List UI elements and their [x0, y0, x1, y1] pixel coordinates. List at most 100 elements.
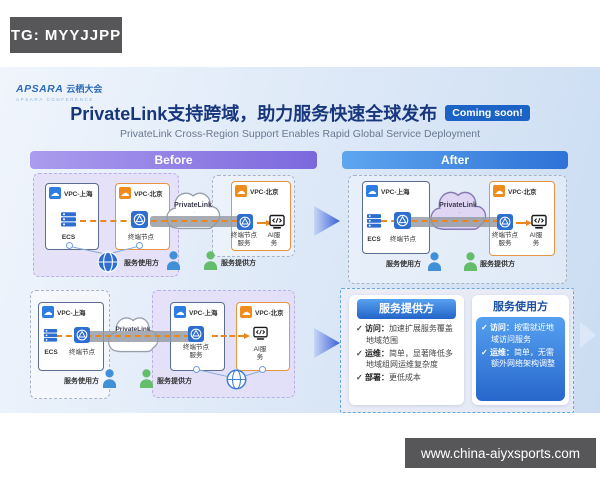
connector-dot [66, 242, 73, 249]
vpc-cloud-icon: ☁ [49, 187, 61, 199]
user-card-title: 服务使用方 [493, 301, 548, 313]
privatelink-label: PrivateLink [439, 202, 477, 209]
benefit-label: 运维： [364, 348, 389, 358]
arrow-to-ai [257, 220, 272, 226]
vpc-label: VPC-北京 [250, 189, 279, 196]
service-user-label: 服务使用方 [124, 260, 159, 267]
traffic-dashed-line [56, 335, 190, 337]
endpoint-service-label: 终端节点服务 [231, 232, 257, 247]
ai-service-icon [269, 214, 285, 229]
globe-icon [97, 251, 119, 273]
decor-chevron [580, 322, 596, 348]
vpc-cloud-icon: ☁ [174, 306, 186, 318]
benefit-label: 访问： [364, 324, 389, 333]
vpc-cloud-icon: ☁ [119, 187, 131, 199]
endpoint-label: 终端节点 [69, 349, 95, 356]
benefit-label: 运维： [489, 347, 514, 357]
before-to-benefits-arrow [314, 328, 340, 358]
privatelink-label: PrivateLink [115, 326, 151, 333]
benefits-panel: 服务提供方 ✓ 访问：加速扩展服务覆盖地域范围 ✓ 运维：简单，显著降低多地域组… [340, 288, 574, 413]
before-header: Before [30, 151, 317, 169]
benefit-text: 简单，显著降低多地域组网运维复杂度 [366, 348, 453, 370]
service-user-label: 服务使用方 [386, 261, 421, 268]
service-user-label: 服务使用方 [64, 378, 99, 385]
endpoint-service-icon [497, 214, 513, 230]
after-header: After [342, 151, 568, 169]
endpoint-service-icon [237, 214, 253, 230]
vpc-cloud-icon: ☁ [235, 185, 247, 197]
logo-subtext: APSARA CONFERENCE [16, 96, 94, 102]
endpoint-label: 终端节点 [390, 236, 416, 243]
check-icon: ✓ [356, 373, 363, 383]
provider-card-title: 服务提供方 [357, 299, 456, 319]
ai-service-icon [531, 214, 547, 229]
endpoint-service-icon [188, 326, 204, 342]
user-benefits-card: 服务使用方 ✓ 访问：按需就近地域访问服务 ✓ 运维：简单，无需额外网络架构调整 [472, 295, 569, 405]
provider-benefits-card: 服务提供方 ✓ 访问：加速扩展服务覆盖地域范围 ✓ 运维：简单，显著降低多地域组… [349, 295, 464, 405]
benefit-text: 加速扩展服务覆盖地域范围 [366, 324, 453, 345]
traffic-dashed-line [381, 220, 499, 222]
benefit-item: ✓ 访问：加速扩展服务覆盖地域范围 [356, 323, 457, 347]
endpoint-service-label: 终端节点服务 [183, 344, 209, 359]
benefit-item: ✓ 运维：简单，显著降低多地域组网运维复杂度 [356, 348, 457, 372]
connector-dot [259, 366, 266, 373]
check-icon: ✓ [481, 347, 488, 357]
check-icon: ✓ [481, 323, 488, 332]
arrow-to-ai [516, 220, 532, 226]
endpoint-label: 终端节点 [128, 234, 154, 241]
service-provider-label: 服务提供方 [157, 378, 192, 385]
connector-dot [193, 366, 200, 373]
logo-brand: APSARA [16, 83, 64, 95]
ai-service-label: AI服务 [253, 346, 267, 361]
benefit-text: 更低成本 [388, 373, 421, 383]
vpc-cloud-icon: ☁ [42, 306, 54, 318]
ecs-icon [61, 212, 76, 227]
vpc-box-shanghai: ☁VPC-上海 [45, 183, 99, 250]
ecs-label: ECS [367, 236, 381, 243]
endpoint-icon [74, 327, 90, 343]
traffic-dashed-line [80, 220, 238, 222]
user-person-icon [167, 251, 180, 270]
vpc-label: VPC-上海 [64, 191, 93, 198]
website-badge: www.china-aiyxsports.com [405, 438, 596, 468]
benefit-text: 简单，无需额外网络架构调整 [491, 347, 555, 369]
endpoint-icon [131, 211, 148, 228]
page-subtitle: PrivateLink Cross-Region Support Enables… [119, 128, 481, 140]
vpc-label: VPC-上海 [57, 310, 86, 317]
endpoint-service-label: 终端节点服务 [492, 232, 518, 247]
provider-person-icon [140, 369, 153, 388]
user-person-icon [428, 252, 441, 271]
vpc-label: VPC-上海 [381, 189, 410, 196]
provider-person-icon [464, 252, 477, 271]
benefit-label: 访问： [489, 323, 514, 332]
cross-region-band [408, 217, 500, 227]
privatelink-label: PrivateLink [174, 202, 212, 209]
vpc-cloud-icon: ☁ [493, 185, 505, 197]
ecs-icon [43, 329, 58, 342]
vpc-label: VPC-北京 [134, 191, 163, 198]
ai-service-label: AI服务 [267, 232, 281, 247]
benefit-text: 按需就近地域访问服务 [491, 323, 554, 344]
before-to-after-arrow [314, 206, 340, 236]
endpoint-icon [394, 212, 411, 229]
benefit-item: ✓ 运维：简单，无需额外网络架构调整 [481, 347, 560, 371]
connector-dot [136, 242, 143, 249]
title-row: PrivateLink支持跨域，助力服务快速全球发布 Coming soon! [0, 100, 600, 126]
ai-service-icon [253, 326, 268, 340]
vpc-label: VPC-北京 [255, 310, 284, 317]
ai-service-label: AI服务 [529, 232, 543, 247]
user-person-icon [103, 369, 116, 388]
page-title: PrivateLink支持跨域，助力服务快速全球发布 [70, 104, 438, 124]
benefit-item: ✓ 部署：更低成本 [356, 372, 457, 384]
ecs-icon [366, 214, 382, 228]
dashed-arrow-to-ai [212, 333, 250, 339]
ecs-label: ECS [61, 234, 76, 241]
service-provider-label: 服务提供方 [221, 260, 256, 267]
vpc-cloud-icon: ☁ [366, 185, 378, 197]
provider-person-icon [204, 251, 217, 270]
check-icon: ✓ [356, 324, 363, 333]
coming-soon-badge: Coming soon! [445, 105, 530, 121]
